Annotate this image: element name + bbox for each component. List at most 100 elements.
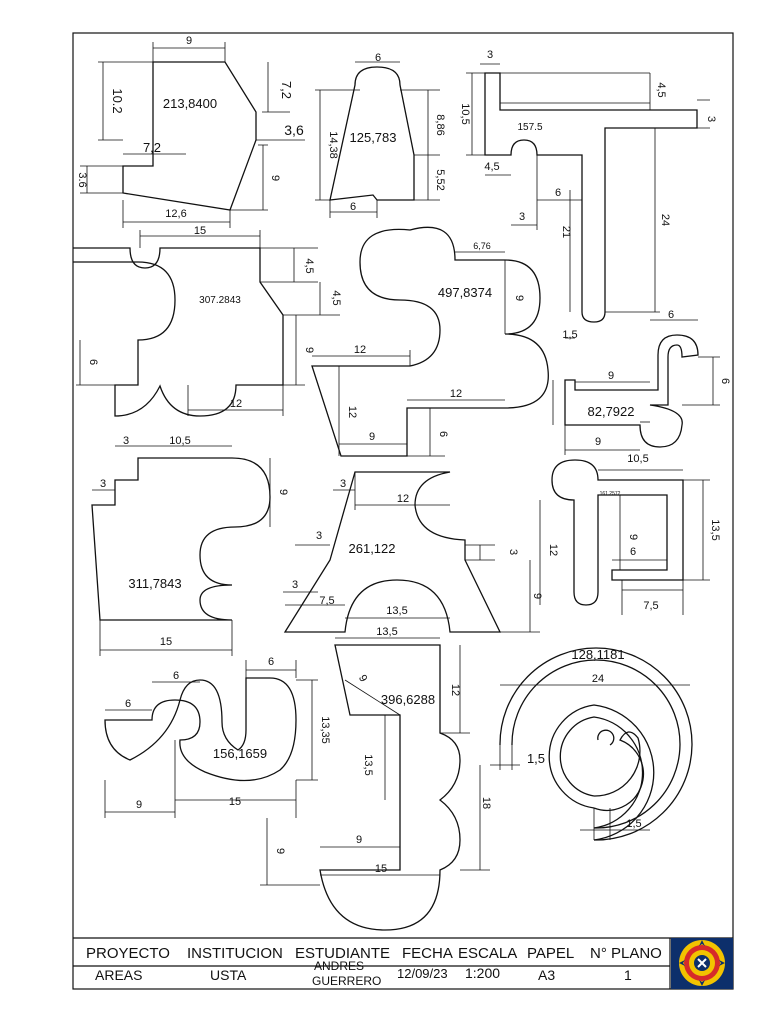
dim-label: 6 [555,187,561,199]
title-value-plano: 1 [624,967,632,983]
dim-label: 15 [194,225,206,237]
title-header-escala: ESCALA [458,945,517,962]
dim-label: 9 [303,347,315,353]
dim-label: 9 [269,175,281,181]
dim-label: 3 [100,478,106,490]
area-label: 82,7922 [588,404,635,419]
dim-label: 10,5 [169,435,190,447]
dim-label: 6 [375,52,381,64]
dim-label: 9 [277,489,289,495]
figure-10: 6 6 6 13,35 9 15 9 156,1659 [104,656,331,886]
dim-label: 10,5 [627,453,648,465]
figure-1: 9 10.2 7,2 3,6 7,2 3.6 9 12,6 213,8400 [76,35,305,228]
title-value-proyecto: AREAS [95,967,142,983]
figure-12: 128,1181 24 1,5 1,5 [490,647,693,841]
dim-label: 13,5 [709,519,721,540]
dim-label: 6 [630,546,636,558]
dim-label: 3 [316,530,322,542]
dim-label: 7,5 [643,600,658,612]
dim-label: 9 [531,593,543,599]
dim-label: 7,2 [279,81,294,99]
dim-label: 4,5 [303,258,315,273]
dim-label: 12 [230,398,242,410]
dim-label: 4,5 [330,290,342,305]
dim-label: 8,86 [434,114,446,135]
dim-label: 6,76 [473,241,491,251]
area-label: 311,7843 [128,576,181,591]
dim-label: 12 [449,684,461,696]
dim-label: 3 [487,49,493,61]
area-label: 125,783 [350,130,397,145]
dim-label: 9 [595,436,601,448]
dim-label: 13,5 [376,626,397,638]
dim-label: 3 [292,579,298,591]
figure-3: 3 10,5 4,5 3 4,5 6 3 21 24 157.5 [459,49,717,323]
dim-label: 12 [354,344,366,356]
dim-label: 1,5 [527,751,545,766]
dim-label: 6 [125,698,131,710]
figure-4: 15 4,5 4,5 6 9 12 307.2843 [73,225,342,417]
dim-label: 3 [123,435,129,447]
dim-label: 6 [268,656,274,668]
title-header-institucion: INSTITUCION [187,945,283,962]
dim-label: 15 [375,863,387,875]
area-label: 157.5 [517,122,542,133]
area-label: 497,8374 [438,285,492,300]
dim-label: 10.2 [110,88,125,113]
figure-8: 3 12 3 3 3 7,5 13,5 9 261,122 [283,471,543,633]
dim-label: 9 [274,848,286,854]
area-label: 307.2843 [199,295,241,306]
figure-6: 1,5 6 9 6 9 82,7922 [552,309,731,455]
area-label: 213,8400 [163,96,217,111]
dim-label: 6 [668,309,674,321]
dim-label: 9 [513,295,525,301]
dim-label: 1,5 [626,818,641,830]
dim-label: 6 [350,201,356,213]
title-header-estudiante: ESTUDIANTE [295,945,390,962]
dim-label: 7,2 [143,140,161,155]
dim-label: 12 [346,406,358,418]
dim-label: 24 [592,673,604,685]
title-header-papel: PAPEL [527,945,574,962]
area-label: 261,122 [349,541,396,556]
dim-label: 3 [507,549,519,555]
figure-9: 10,5 13,5 12 9 6 7,5 161.2572 [539,453,721,615]
area-label: 156,1659 [213,746,267,761]
dim-label: 18 [480,797,492,809]
dim-label: 9 [608,370,614,382]
title-value-papel: A3 [538,967,555,983]
area-label: 396,6288 [381,692,435,707]
dim-label: 12 [450,388,462,400]
area-label: 128,1181 [571,647,624,662]
dim-label: 3 [519,211,525,223]
area-label: 161.2572 [600,491,621,497]
dim-label: 9 [369,431,375,443]
dim-label: 9 [627,534,639,540]
dim-label: 9 [356,834,362,846]
dim-label: 3,6 [284,122,304,138]
dim-label: 9 [136,799,142,811]
dim-label: 15 [160,636,172,648]
title-value-escala: 1:200 [465,965,500,981]
dim-label: 3 [705,116,717,122]
title-value-estudiante-1: ANDRES [314,959,364,973]
title-value-estudiante-2: GUERRERO [312,974,381,988]
dim-label: 6 [719,378,731,384]
dim-label: 4,5 [484,161,499,173]
figure-11: 13,5 9 12 13,5 18 9 15 396,6288 [319,626,492,931]
figure-5: 6,76 9 12 12 12 9 6 497,8374 [311,226,549,457]
dim-label: 6 [437,431,449,437]
sheet-border [72,32,734,990]
dim-label: 9 [356,673,369,684]
title-header-fecha: FECHA [402,945,453,962]
dim-label: 6 [87,359,99,365]
title-block: PROYECTO INSTITUCION ESTUDIANTE FECHA ES… [73,937,733,989]
dim-label: 7,5 [319,595,334,607]
dim-label: 6 [173,670,179,682]
dim-label: 1,5 [562,329,577,341]
dim-label: 3.6 [76,172,88,187]
dim-label: 3 [340,478,346,490]
dim-label: 13,5 [362,754,374,775]
dim-label: 12 [547,544,559,556]
